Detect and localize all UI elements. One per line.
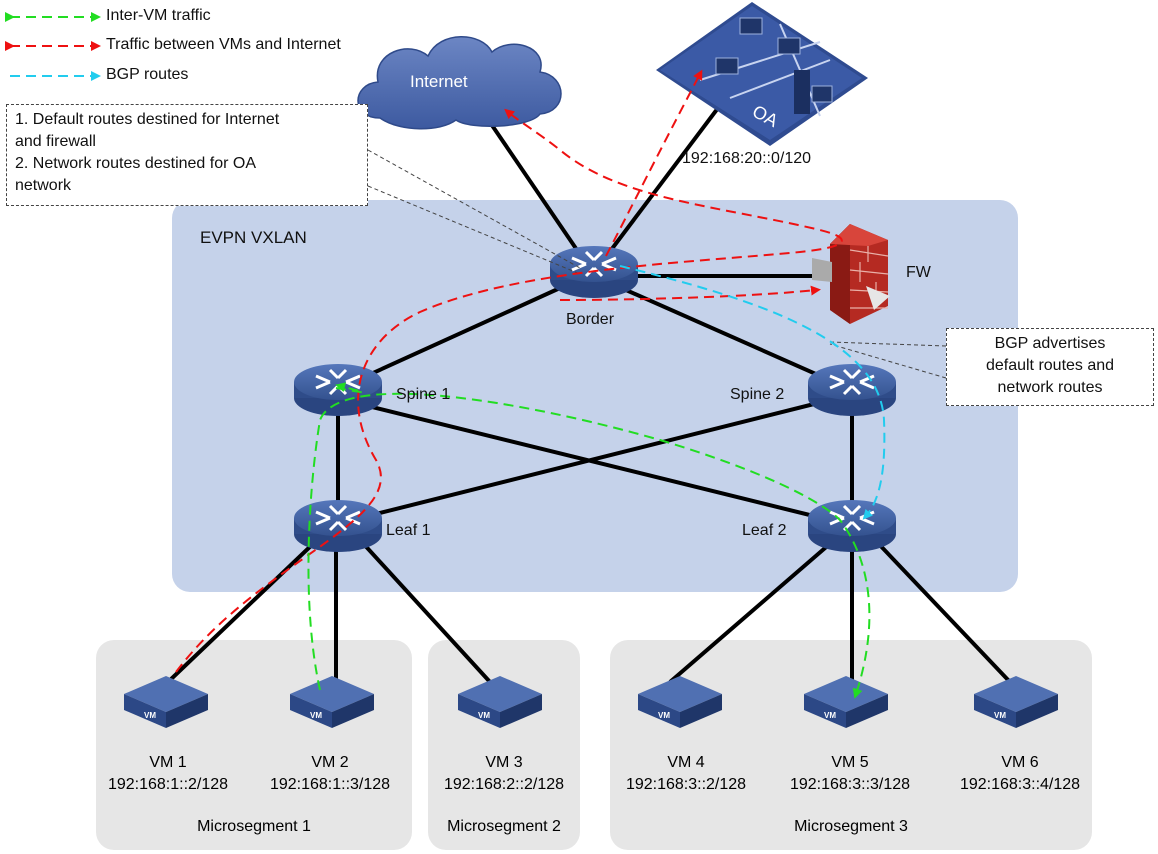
firewall-icon <box>812 224 890 324</box>
bgp-route-path <box>619 265 886 520</box>
routes-callout-line2: and firewall <box>15 133 96 150</box>
microsegment-3-label: Microsegment 3 <box>794 818 908 835</box>
vm3-badge: VM <box>478 711 490 720</box>
internet-cloud <box>357 36 562 130</box>
oa-subnet-label: 192:168:20::0/120 <box>682 150 812 167</box>
physical-links <box>166 106 1012 684</box>
oa-network <box>656 2 868 146</box>
vm5-badge: VM <box>824 711 836 720</box>
vm4-label: VM 4 192:168:3::2/128 <box>606 752 766 796</box>
vm1-badge: VM <box>144 711 156 720</box>
leaf1-switch <box>292 498 384 554</box>
routes-callout-line1: 1. Default routes destined for Internet <box>15 111 280 128</box>
vm1-name: VM 1 <box>149 754 187 771</box>
legend-inter-vm-label: Inter-VM traffic <box>106 7 211 24</box>
legend-internet-label: Traffic between VMs and Internet <box>106 36 341 53</box>
vm2-ip: 192:168:1::3/128 <box>269 776 391 793</box>
routes-callout-line3: 2. Network routes destined for OA <box>15 155 256 172</box>
fw-label: FW <box>906 264 931 281</box>
border-label: Border <box>566 311 615 328</box>
vm1-label: VM 1 192:168:1::2/128 <box>88 752 248 796</box>
spine2-label: Spine 2 <box>730 386 785 403</box>
spine1-label: Spine 1 <box>396 386 451 403</box>
vm4-badge: VM <box>658 711 670 720</box>
vm6-badge: VM <box>994 711 1006 720</box>
routes-callout-line4: network <box>15 177 72 194</box>
legend-bgp-label: BGP routes <box>106 66 189 83</box>
leaf2-label: Leaf 2 <box>742 522 787 539</box>
vm5-ip: 192:168:3::3/128 <box>789 776 911 793</box>
fabric-label: EVPN VXLAN <box>200 228 307 247</box>
spine1-switch <box>292 362 384 418</box>
internet-label: Internet <box>410 72 468 91</box>
microsegment-3-area <box>610 640 1092 850</box>
vm3-label: VM 3 192:168:2::2/128 <box>424 752 584 796</box>
vm3-ip: 192:168:2::2/128 <box>443 776 565 793</box>
evpn-vxlan-fabric <box>172 200 1018 592</box>
vm5-name: VM 5 <box>831 754 869 771</box>
vm6-ip: 192:168:3::4/128 <box>959 776 1081 793</box>
vm5-label: VM 5 192:168:3::3/128 <box>770 752 930 796</box>
vm2-label: VM 2 192:168:1::3/128 <box>250 752 410 796</box>
bgp-callout-line2: default routes and <box>985 357 1115 374</box>
vm6-name: VM 6 <box>1001 754 1039 771</box>
vm4-name: VM 4 <box>667 754 705 771</box>
bgp-callout-line3: network routes <box>997 379 1103 396</box>
vm6-label: VM 6 192:168:3::4/128 <box>940 752 1100 796</box>
microsegment-2-label: Microsegment 2 <box>447 818 561 835</box>
internet-traffic-path-internet <box>175 108 843 673</box>
routes-callout: 1. Default routes destined for Internet … <box>6 104 368 206</box>
inter-vm-path <box>307 392 871 699</box>
vm1-ip: 192:168:1::2/128 <box>107 776 229 793</box>
inter-vm-path-start <box>335 382 364 394</box>
microsegment-1-label: Microsegment 1 <box>197 818 311 835</box>
vm2-name: VM 2 <box>311 754 349 771</box>
internet-traffic-path-oa <box>559 285 821 301</box>
vm2-badge: VM <box>310 711 322 720</box>
leaf2-switch <box>806 498 898 554</box>
vm3-name: VM 3 <box>485 754 523 771</box>
bgp-callout-line1: BGP advertises <box>994 335 1106 352</box>
leaf1-label: Leaf 1 <box>386 522 431 539</box>
bgp-callout: BGP advertises default routes and networ… <box>946 328 1154 406</box>
vm4-ip: 192:168:3::2/128 <box>625 776 747 793</box>
internet-traffic-path-fw <box>605 69 703 257</box>
